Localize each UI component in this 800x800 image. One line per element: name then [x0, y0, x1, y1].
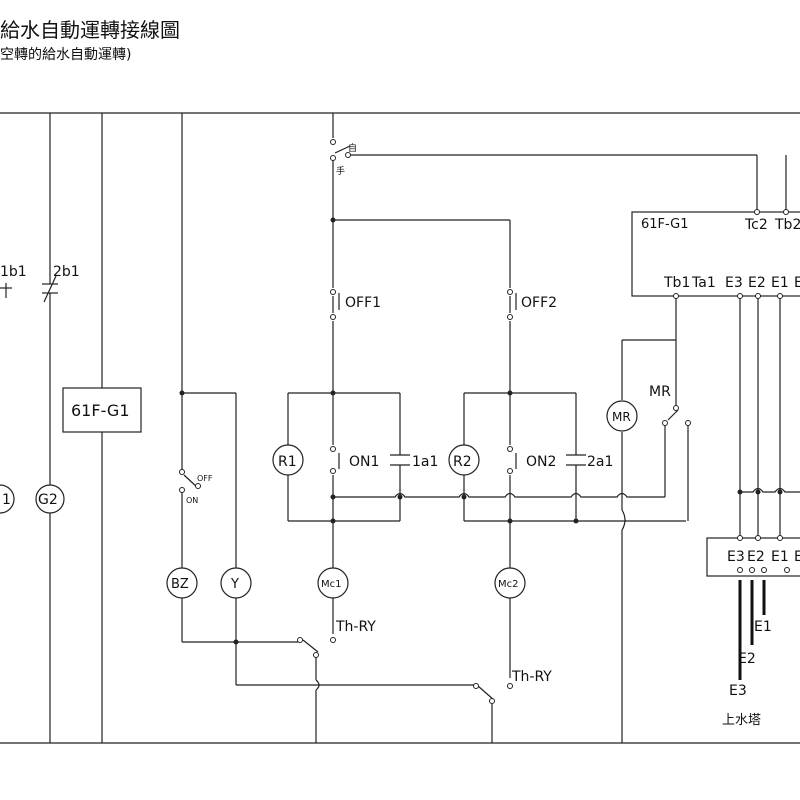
label-e2-box: E2	[747, 549, 765, 565]
lamp-r2	[448, 444, 480, 476]
label-tb2: Tb2	[774, 217, 800, 233]
label-y: Y	[230, 577, 239, 592]
lamp-g2	[35, 484, 65, 514]
label-controller-title: 61F-G1	[641, 217, 689, 232]
label-on1: ON1	[349, 454, 379, 470]
lamp-y	[220, 567, 252, 599]
label-g1: 1	[2, 492, 11, 508]
label-off1: OFF1	[345, 295, 381, 311]
label-electrode-e2: E2	[738, 651, 756, 667]
label-th-ry-1: Th-RY	[335, 619, 376, 635]
label-g2: G2	[38, 492, 58, 508]
label-e-partial-top: E	[794, 275, 800, 291]
coil-mc2	[494, 567, 526, 599]
label-auto: 自	[348, 142, 357, 154]
controller-61f-g1	[631, 211, 800, 297]
label-e2-top: E2	[748, 275, 766, 291]
diagram-subtitle: 空轉的給水自動運轉)	[0, 47, 132, 63]
label-1a1: 1a1	[412, 454, 438, 470]
coil-mc1	[317, 567, 349, 599]
lamp-g1-partial	[0, 484, 15, 514]
label-mr-switch: MR	[649, 384, 671, 400]
label-off2: OFF2	[521, 295, 557, 311]
label-e-partial-box: E	[794, 549, 800, 565]
label-manual: 手	[336, 165, 345, 177]
label-e3-top: E3	[725, 275, 743, 291]
label-th-ry-2: Th-RY	[511, 669, 552, 685]
label-e1-top: E1	[771, 275, 789, 291]
buzzer-bz	[166, 567, 198, 599]
label-2a1: 2a1	[587, 454, 613, 470]
label-r1: R1	[278, 454, 297, 470]
label-upper-tower: 上水塔	[722, 713, 761, 728]
label-tc2: Tc2	[744, 217, 768, 233]
lamp-mr	[606, 400, 638, 432]
label-mr-lamp: MR	[612, 410, 631, 424]
label-on2: ON2	[526, 454, 556, 470]
relay-box-61f	[62, 387, 142, 433]
lamp-r1	[272, 444, 304, 476]
label-electrode-e1: E1	[754, 619, 772, 635]
diagram-title: 給水自動運轉接線圖	[0, 18, 180, 42]
label-switch-off: OFF	[197, 474, 213, 483]
label-switch-on: ON	[186, 496, 198, 505]
label-mc1: Mc1	[321, 579, 342, 590]
label-r2: R2	[453, 454, 472, 470]
label-bz: BZ	[171, 577, 189, 592]
label-e1-box: E1	[771, 549, 789, 565]
label-mc2: Mc2	[498, 579, 519, 590]
label-2b1: 2b1	[53, 264, 80, 280]
label-electrode-e3: E3	[729, 683, 747, 699]
label-b1: 1b1	[0, 264, 27, 280]
label-61f-box: 61F-G1	[71, 401, 130, 420]
label-tb1: Tb1	[663, 275, 690, 291]
label-ta1: Ta1	[691, 275, 716, 291]
label-e3-box: E3	[727, 549, 745, 565]
